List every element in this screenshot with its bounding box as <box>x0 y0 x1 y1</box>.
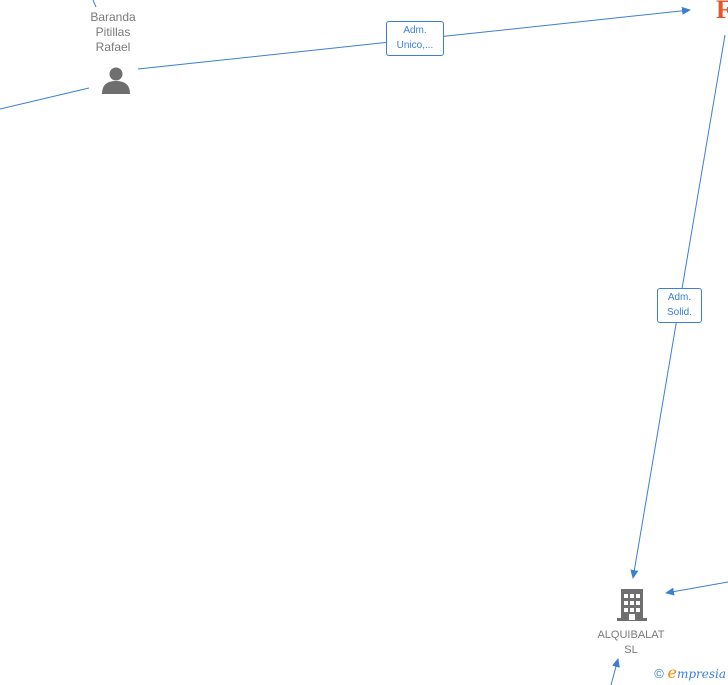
edge-label-adm-unico[interactable]: Adm. Unico,... <box>386 21 444 56</box>
company-name-line1: ALQUIBALAT <box>597 629 665 641</box>
building-icon[interactable] <box>617 589 647 621</box>
edge-label-adm-unico-line1: Adm. <box>403 25 427 36</box>
edge-right-to-company <box>665 581 728 596</box>
edge-top-partial <box>92 0 97 8</box>
person-node-label[interactable]: Baranda Pitillas Rafael <box>73 10 153 55</box>
brand-logo-e: e <box>667 663 677 682</box>
edge-left-to-person <box>0 87 90 110</box>
copyright-symbol: © <box>654 666 664 681</box>
brand-logo: empresia <box>667 663 726 682</box>
edge-bottom-to-company <box>610 658 620 685</box>
empresia-watermark: © empresia <box>654 663 726 682</box>
person-name-line3: Rafael <box>95 40 131 54</box>
company-name-line2: SL <box>624 644 638 656</box>
person-name-line2: Pitillas <box>95 25 131 39</box>
company-node-label[interactable]: ALQUIBALAT SL <box>586 628 676 658</box>
person-icon[interactable] <box>102 67 130 95</box>
brand-logo-text: mpresia <box>676 667 726 681</box>
partial-node-label: F <box>716 0 728 24</box>
edge-label-adm-unico-line2: Unico,... <box>396 40 434 51</box>
edge-label-adm-solid-line1: Adm. <box>667 292 692 303</box>
edge-label-adm-solid[interactable]: Adm. Solid. <box>657 288 702 323</box>
person-name-line1: Baranda <box>90 10 136 24</box>
edge-label-adm-solid-line2: Solid. <box>666 307 692 318</box>
